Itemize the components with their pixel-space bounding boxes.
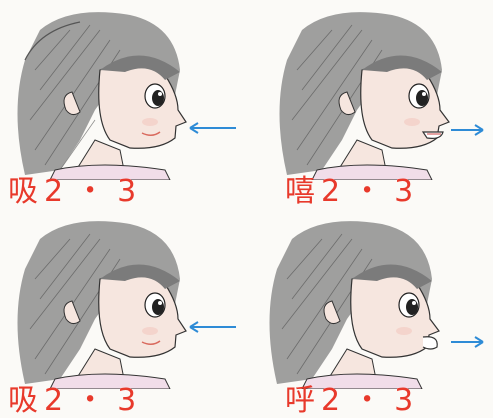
- caption-exhale-hu: 呼2・3: [285, 384, 419, 418]
- caption-exhale-xi: 嘻2・3: [285, 175, 419, 209]
- caption-inhale-2: 吸2・3: [8, 384, 142, 418]
- caption-word: 嘻: [285, 174, 321, 209]
- panel-inhale-2: 吸2・3: [0, 209, 246, 418]
- caption-word: 吸: [8, 174, 44, 209]
- caption-separator: ・: [75, 174, 112, 209]
- caption-count: 2: [321, 174, 347, 209]
- caption-count: 2: [44, 383, 70, 418]
- panel-exhale-xi: 嘻2・3: [247, 0, 493, 209]
- girl-profile-illustration: [279, 12, 484, 180]
- panel-exhale-hu: 呼2・3: [247, 209, 493, 418]
- caption-separator: ・: [352, 383, 389, 418]
- caption-end: 3: [394, 383, 420, 418]
- caption-inhale-1: 吸2・3: [8, 175, 142, 209]
- panel-inhale-1: 吸2・3: [0, 0, 246, 209]
- caption-word: 呼: [285, 383, 321, 418]
- caption-end: 3: [394, 174, 420, 209]
- caption-count: 2: [321, 383, 347, 418]
- girl-profile-illustration: [17, 221, 236, 389]
- caption-end: 3: [117, 174, 143, 209]
- girl-profile-illustration: [17, 12, 236, 180]
- caption-separator: ・: [352, 174, 389, 209]
- caption-count: 2: [44, 174, 70, 209]
- girl-profile-illustration: [269, 221, 484, 389]
- caption-word: 吸: [8, 383, 44, 418]
- caption-separator: ・: [75, 383, 112, 418]
- caption-end: 3: [117, 383, 143, 418]
